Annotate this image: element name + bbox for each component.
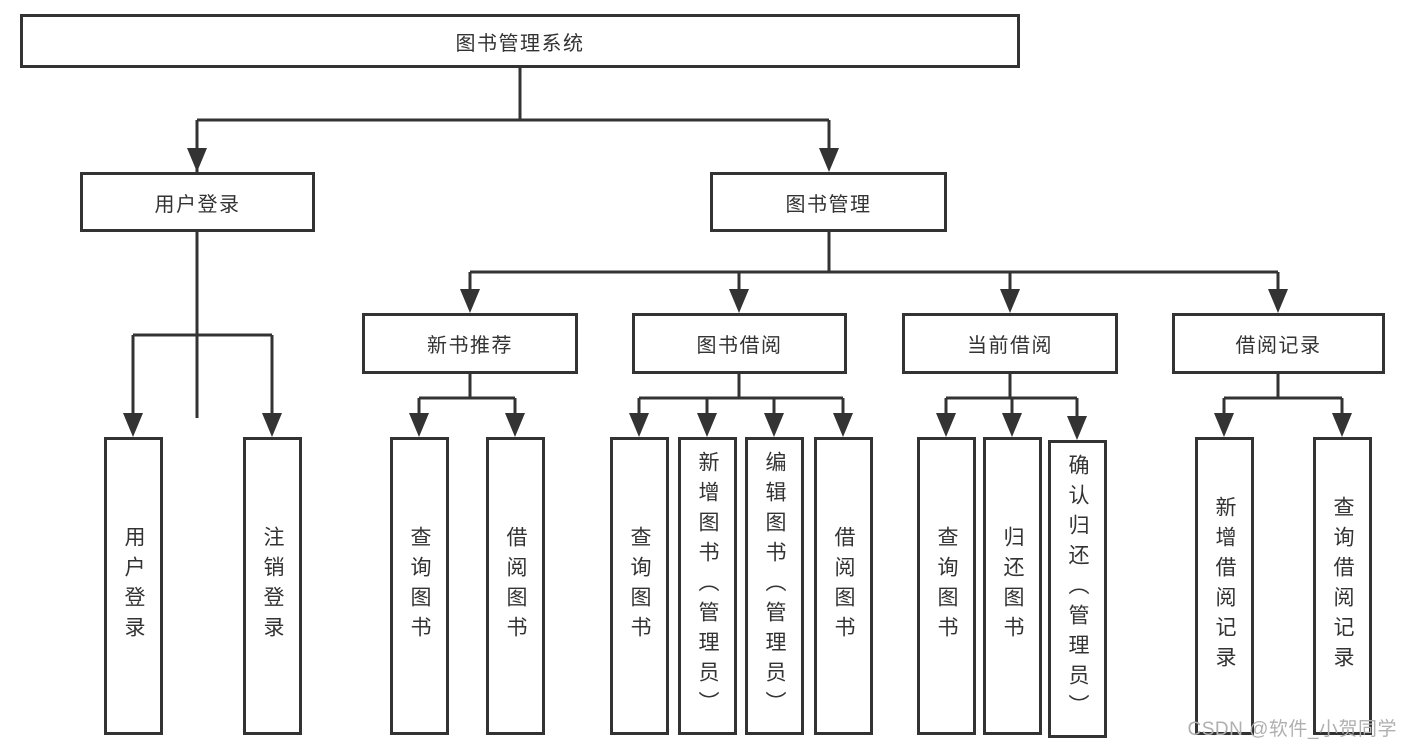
arrowheads [123,148,1352,440]
node-leaf-confirm-return-admin: 确认归还（管理员） [1048,440,1107,738]
node-leaf-logout: 注销登录 [243,437,302,735]
node-current-borrowing: 当前借阅 [902,313,1118,374]
node-leaf-return-books: 归还图书 [983,437,1042,735]
node-leaf-query-books-recommend: 查询图书 [390,437,449,735]
node-leaf-add-books-admin: 新增图书（管理员） [678,437,737,735]
node-leaf-query-borrow-record: 查询借阅记录 [1313,437,1372,735]
node-user-login: 用户登录 [80,172,315,232]
node-leaf-query-books-current: 查询图书 [917,437,976,735]
node-leaf-borrow-books-recommend: 借阅图书 [486,437,545,735]
node-book-borrowing: 图书借阅 [632,313,847,374]
node-root-library-system: 图书管理系统 [20,14,1020,68]
node-leaf-query-books-borrowing: 查询图书 [610,437,669,735]
node-book-management: 图书管理 [710,172,947,232]
node-new-book-recommendation: 新书推荐 [362,313,578,374]
node-leaf-edit-books-admin: 编辑图书（管理员） [745,437,804,735]
csdn-watermark: CSDN @软件_小贺同学 [1187,719,1397,740]
node-leaf-add-borrow-record: 新增借阅记录 [1195,437,1254,735]
connector-shafts [131,68,1344,426]
node-leaf-borrow-books: 借阅图书 [814,437,873,735]
node-leaf-user-login: 用户登录 [104,437,163,735]
node-borrowing-records: 借阅记录 [1172,313,1385,374]
